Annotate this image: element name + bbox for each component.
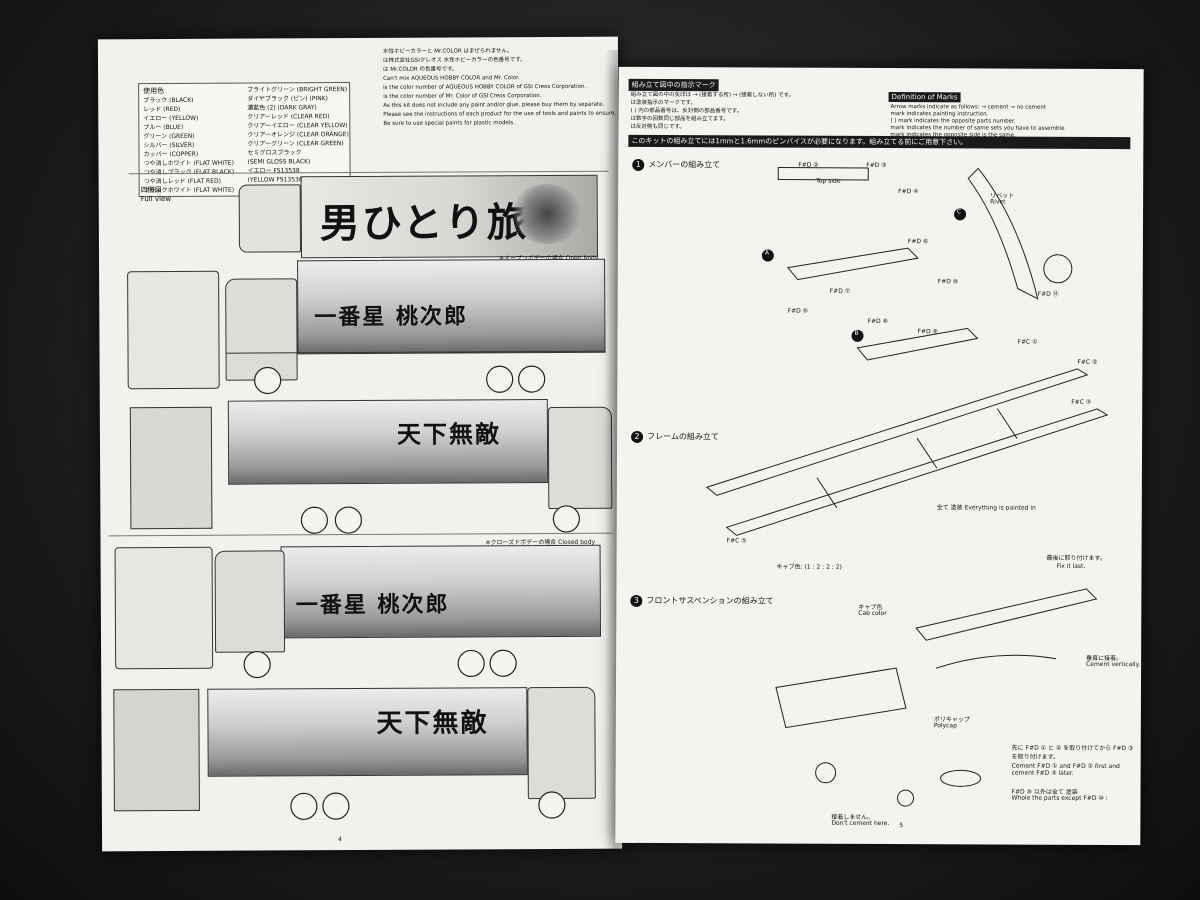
top-side-label: Top side [816, 177, 841, 185]
member-part [777, 167, 869, 181]
part-code-label: F#D ② [798, 161, 819, 169]
wheel [552, 505, 580, 533]
fix-last-en: Fix it last. [1056, 562, 1086, 570]
part-code-label: F#C ③ [1071, 398, 1092, 406]
front-frame [915, 588, 1098, 641]
part-code-label: F#D ⑥ [907, 238, 929, 246]
right-page-number: 5 [899, 822, 904, 830]
wheel [254, 366, 282, 395]
wheel [489, 649, 517, 677]
except-en: Whole the parts except F#D ⑩ : [1011, 794, 1108, 802]
letter-c: C [957, 208, 962, 216]
frame-rail-1 [705, 368, 1089, 496]
member-B [856, 327, 979, 361]
cement-first-en: Cement F#D ① and F#D ② first and cement … [1011, 762, 1120, 777]
suspension-arm [967, 167, 1039, 300]
fix-last-jp: 最後に取り付けます。 [1046, 554, 1106, 562]
part-code-label: F#C ① [1017, 338, 1038, 346]
hub-small [897, 789, 915, 807]
letter-c-circle [954, 208, 967, 221]
everything-painted: 全て 塗装 Everything is painted in [936, 504, 1036, 512]
wheel [486, 365, 514, 393]
right-page: 組み立て図中の指示マーク Definition of Marks 組み立て図の中… [615, 66, 1144, 846]
wheels-layer [243, 365, 580, 820]
cab-color-seq: キャブ色: (1 : 2 : 2 : 2) [776, 563, 842, 571]
cement-vertical-en: Cement vertically. [1086, 660, 1141, 669]
polycap-en: Polycap [933, 722, 957, 730]
part-code-label: F#D ④ [898, 188, 919, 196]
cement-first-jp: 先に F#D ① と ② を取り付けてから F#D ③ を取り付けます。 [1011, 744, 1134, 761]
part-code-label: F#D ⑪ [1037, 290, 1059, 298]
left-page-number: 4 [338, 836, 342, 844]
part-code-label: F#D ⑤ [787, 307, 809, 315]
part-code-label: F#D ⑨ [917, 328, 938, 336]
letter-a: A [764, 249, 770, 257]
letter-b: B [854, 329, 859, 337]
part-code-label: F#D ⑧ [867, 317, 888, 326]
rivet-en: Rivet [990, 198, 1006, 206]
wheel [322, 792, 350, 820]
dont-cement-en: Don't cement here. [831, 819, 890, 828]
wheel [334, 506, 362, 534]
wheel [518, 365, 546, 393]
letter-b-circle [851, 329, 864, 342]
part-code-label: F#D ⑦ [829, 287, 851, 295]
polycap-part [940, 769, 982, 787]
part-code-label: F#D ⑩ [937, 278, 959, 286]
part-code-label: F#C ② [1077, 358, 1098, 366]
assembly-diagram [705, 167, 1109, 807]
wheel [538, 791, 566, 819]
wheel [290, 792, 318, 820]
member-A [786, 247, 919, 281]
axle-assembly [775, 667, 907, 729]
hub [1043, 254, 1073, 284]
part-code-label: F#C ⑤ [726, 537, 747, 545]
part-code-label: F#D ③ [866, 161, 887, 170]
letter-a-circle [761, 249, 774, 262]
wheel [300, 506, 328, 534]
left-page: 使用色 ブラック (BLACK)レッド (RED)イエロー (YELLOW)ブル… [97, 36, 623, 852]
cab-color-en: Cab color [858, 609, 887, 618]
wheel [243, 650, 271, 679]
frame-crossmembers [816, 408, 1018, 509]
wheel [457, 649, 485, 678]
leaf-spring [935, 654, 1057, 669]
frame-rail-2 [725, 408, 1109, 536]
wheel-hub [815, 762, 837, 784]
